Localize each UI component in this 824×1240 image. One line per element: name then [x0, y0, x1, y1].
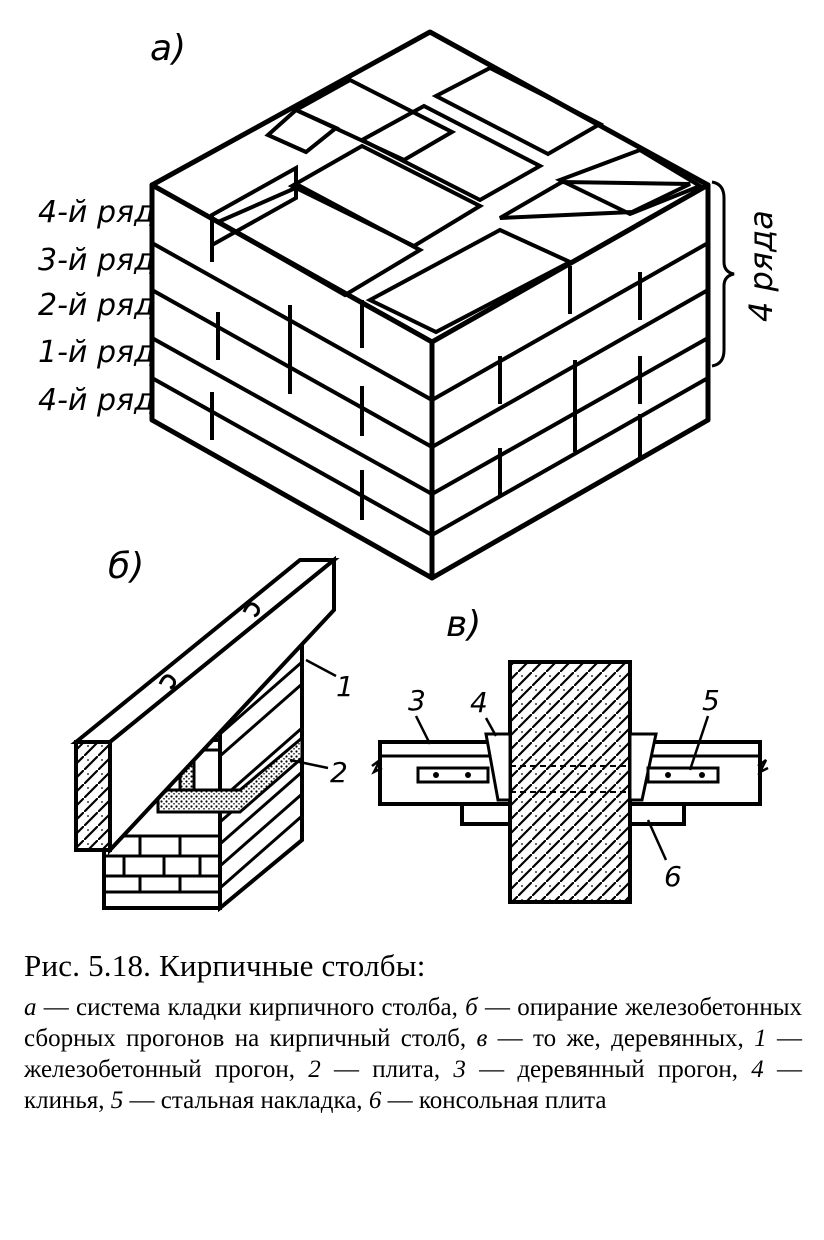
lifting-hook-icon: [158, 674, 176, 690]
legend-key: а: [24, 994, 37, 1021]
legend-entry: а — система кладки кирпичного столба,: [24, 994, 466, 1021]
left-face-courses: [151, 214, 433, 537]
legend-entry: 2 — плита,: [308, 1056, 454, 1083]
wedge: [484, 732, 512, 802]
legend-entry: 1 — железобетонный прогон,: [24, 1025, 803, 1083]
row-label: 4-й ряд: [38, 383, 155, 418]
lifting-hook-icon: [242, 602, 260, 618]
rows-bracket: [711, 180, 735, 368]
panel-a: а): [38, 28, 780, 581]
callout-5-leader: [688, 715, 710, 771]
panel-v-label: в): [446, 604, 481, 645]
callout-4: 4: [470, 686, 488, 719]
break-mark: [757, 759, 769, 775]
slab: [156, 734, 304, 814]
purlin-end: [74, 740, 112, 852]
legend-entry: 3 — деревянный прогон,: [453, 1056, 752, 1083]
callout-2-leader: [289, 758, 329, 770]
steel-plate: [416, 766, 490, 784]
callout-5: 5: [702, 684, 720, 717]
steel-plate: [646, 766, 720, 784]
caption-title: Рис. 5.18. Кирпичные столбы:: [24, 948, 426, 983]
right-face-courses: [431, 241, 709, 537]
callout-3-leader: [414, 715, 432, 745]
rows-bracket-label: 4 ряда: [742, 210, 780, 322]
legend-key: 2: [308, 1056, 321, 1083]
legend-key: 5: [110, 1087, 124, 1114]
bolt-icons: [433, 772, 705, 778]
break-mark: [371, 759, 383, 775]
callout-1: 1: [336, 670, 354, 703]
legend-key: 4: [751, 1056, 764, 1083]
legend-entry: в — то же, деревянных,: [476, 1025, 755, 1052]
caption-legend: а — система кладки кирпичного столба, б …: [24, 992, 802, 1116]
row-label: 2-й ряд: [38, 288, 155, 323]
row-label: 3-й ряд: [38, 243, 155, 278]
callout-2: 2: [330, 756, 348, 789]
row-label: 4-й ряд: [38, 195, 155, 230]
legend-entry: 6 — консольная плита: [368, 1087, 607, 1114]
legend-key: в: [476, 1025, 488, 1052]
callout-6: 6: [664, 860, 682, 893]
legend-key: 6: [368, 1087, 382, 1114]
legend-key: 3: [453, 1056, 466, 1083]
legend-entry: 4 — клинья,: [24, 1056, 803, 1114]
panel-a-label: а): [150, 28, 186, 69]
legend-key: б: [465, 994, 478, 1021]
callout-4-leader: [484, 717, 498, 737]
callout-3: 3: [408, 684, 426, 717]
callout-1-leader: [305, 658, 337, 678]
figure-caption: Рис. 5.18. Кирпичные столбы: а — система…: [24, 948, 802, 1116]
row-labels: 4-й ряд 3-й ряд 2-й ряд 1-й ряд 4-й ряд: [38, 195, 155, 418]
figure: а): [38, 28, 780, 913]
top-brick-pattern: [210, 65, 705, 335]
legend-entry: 5 — стальная накладка,: [110, 1087, 369, 1114]
callout-6-leader: [646, 819, 668, 861]
pier-v-section: [508, 660, 632, 904]
legend-entry: б — опирание железобетонных сборных прог…: [24, 994, 802, 1052]
row-label: 1-й ряд: [38, 335, 155, 370]
wedge: [628, 732, 658, 802]
panel-b-label: б): [108, 546, 144, 587]
panel-v: в) 3 4 5 6: [371, 604, 769, 904]
panel-b: б): [70, 546, 354, 913]
legend-key: 1: [754, 1025, 767, 1052]
